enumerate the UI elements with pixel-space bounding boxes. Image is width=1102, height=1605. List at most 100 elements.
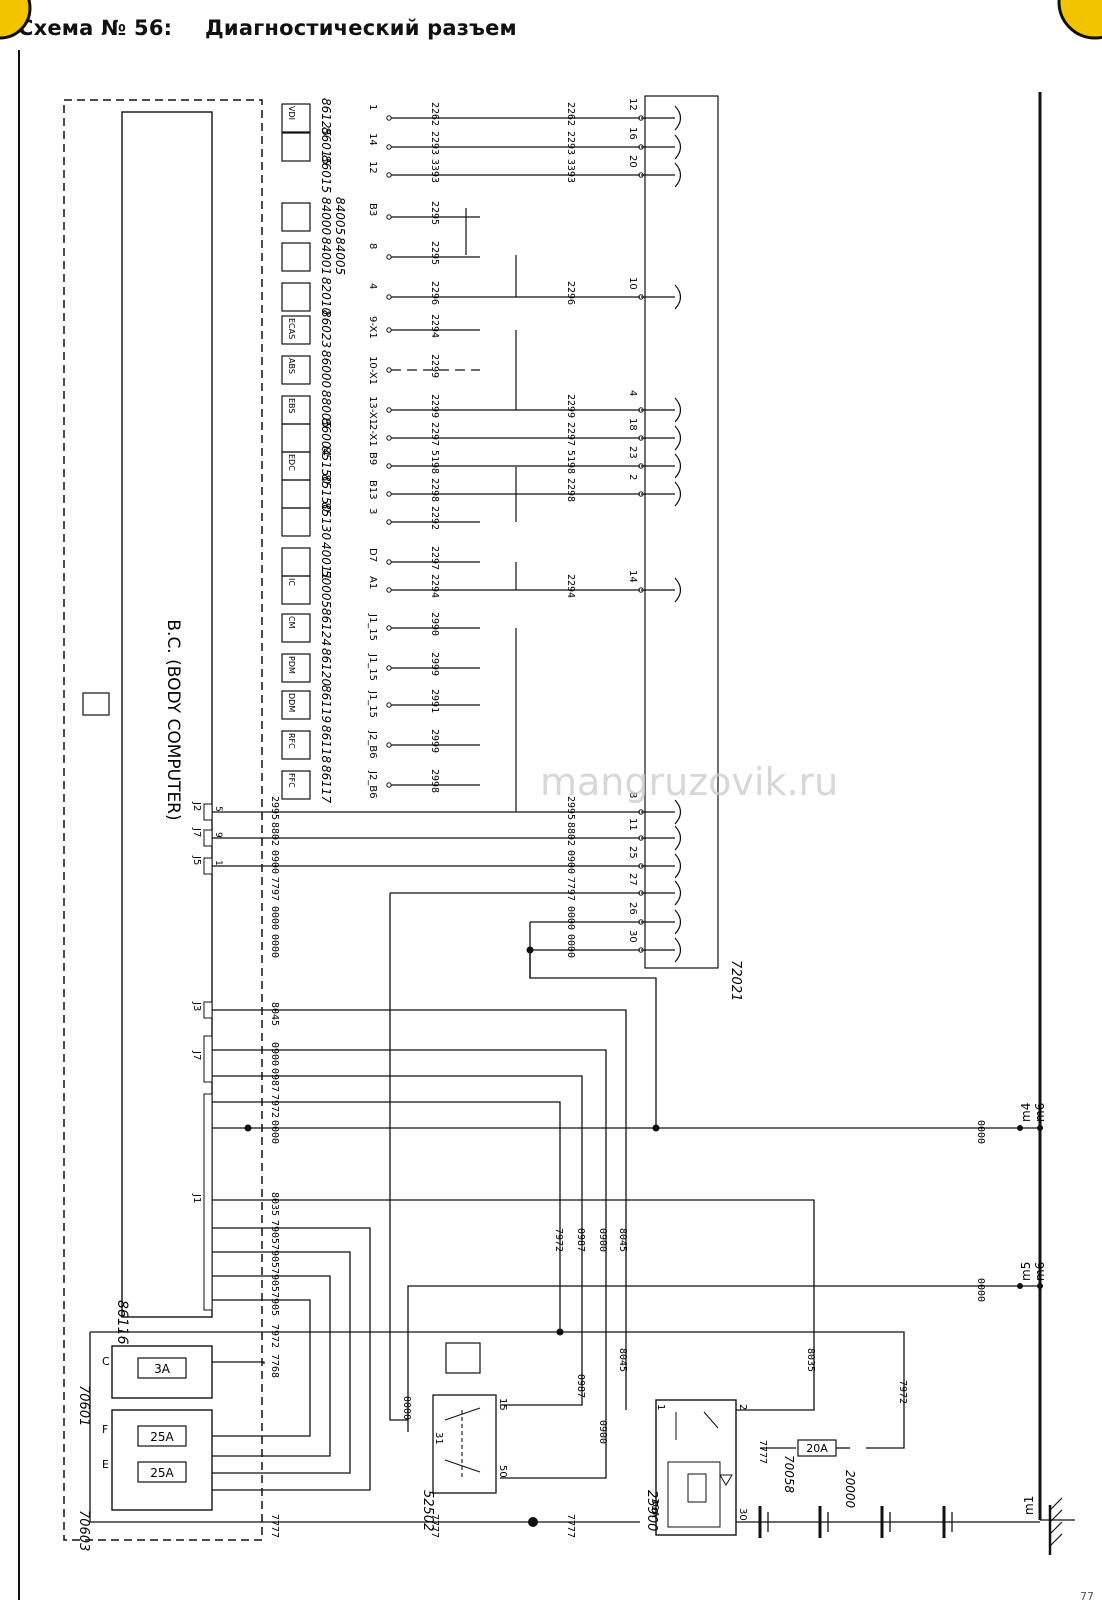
diag-socket — [674, 284, 682, 310]
bc-connector-pin: 5 — [213, 806, 223, 812]
ecu-pin: J1_15 — [367, 690, 378, 718]
diag-socket — [674, 937, 682, 963]
wire-number: 5198 — [565, 450, 576, 474]
main-fuse — [797, 1439, 837, 1457]
body-computer-frame — [63, 99, 263, 1541]
wire-number: 8035 — [805, 1348, 816, 1372]
bc-connector-label: J5 — [191, 855, 202, 865]
ecu-icon — [281, 423, 311, 453]
ecu-code: 84001 — [319, 237, 333, 275]
ecu-code: 86015 — [319, 127, 333, 165]
wire-number: 7905 — [269, 1292, 280, 1316]
ecu-icon — [281, 103, 311, 133]
body-computer-symbol — [82, 692, 110, 716]
wire-number: 2299 — [565, 394, 576, 418]
diag-socket — [674, 481, 682, 507]
ecu-icon — [281, 315, 311, 345]
wire-number: 2294 — [429, 314, 440, 338]
wire-number: 0000 — [975, 1120, 986, 1144]
wire-number: 2297 — [429, 422, 440, 446]
ecu-pin: 12 — [367, 161, 378, 174]
ecu-icon — [281, 547, 311, 577]
diag-pin-number: 14 — [627, 570, 638, 583]
wire-number: 2991 — [429, 689, 440, 713]
wire-number: 3393 — [565, 159, 576, 183]
wire-number: 2995 — [565, 796, 576, 820]
wire-number: 0000 — [269, 906, 280, 930]
ecu-pin: 4 — [367, 283, 378, 289]
scheme-number: Схема № 56: — [18, 16, 173, 40]
ecu-pin: 13-X1 — [367, 396, 378, 425]
diag-pin-number: 12 — [627, 98, 638, 111]
ecu-pin: B9 — [367, 452, 378, 465]
ecu-pin: 8 — [367, 243, 378, 249]
switch-pin-50: 50 — [497, 1465, 508, 1478]
switch-pin-31: 31 — [433, 1432, 444, 1445]
diag-socket — [674, 577, 682, 603]
ground-m1: m1 — [1022, 1496, 1036, 1515]
ecu-code: 86118 — [319, 725, 333, 764]
wire-number: 0900 — [597, 1228, 608, 1252]
wire-number: 2295 — [429, 201, 440, 225]
wire-number: 8045 — [617, 1228, 628, 1252]
ecu-pin: 3 — [367, 508, 378, 514]
ground-m6a: m6 — [1033, 1103, 1047, 1122]
main-fuse-code: 70058 — [782, 1455, 796, 1494]
wire-number: 2296 — [565, 281, 576, 305]
wire-number: 0987 — [575, 1228, 586, 1252]
body-computer-box — [121, 111, 213, 1318]
ecu-icon — [281, 770, 311, 800]
wire-number: 2297 — [429, 546, 440, 570]
wire-number: 0000 — [269, 1120, 280, 1144]
wire-number: 8802 — [269, 822, 280, 846]
scheme-title: Диагностический разъем — [205, 16, 517, 40]
wire-number: 2293 — [429, 131, 440, 155]
ecu-code: 86004 — [319, 418, 333, 456]
diag-pin-number: 26 — [627, 902, 638, 915]
lower-wire-labels: 8045090009877972000080357905790579057905… — [269, 1002, 986, 1538]
fuse-large-1 — [137, 1425, 187, 1447]
battery-code: 20000 — [843, 1470, 857, 1509]
wire-number: 0987 — [575, 1374, 586, 1398]
ecu-pin: B3 — [367, 203, 378, 216]
diag-socket — [674, 162, 682, 188]
wire-number: 0000 — [565, 906, 576, 930]
diag-pin-number: 8 — [627, 792, 638, 798]
diag-pin-number: 27 — [627, 873, 638, 886]
ecu-icon — [281, 202, 311, 232]
ecu-icon — [281, 613, 311, 643]
ecu-icon-label: PDM — [287, 656, 296, 674]
diag-pin-number: 25 — [627, 846, 638, 859]
fuse-large-2 — [137, 1461, 187, 1483]
diag-socket — [674, 425, 682, 451]
corner-logo-right — [1057, 0, 1102, 40]
fuse-small-label: 3A — [154, 1362, 171, 1376]
bc-wire: 0000 0000 26 — [269, 902, 644, 930]
ecu-code: 84000 — [319, 197, 333, 236]
relay-pin-30a: 30A — [649, 1498, 660, 1518]
wire-number: 2297 — [565, 422, 576, 446]
relay-pin-2: 2 — [737, 1404, 748, 1410]
svg-text:B.C. (BODY COMPUTER): B.C. (BODY COMPUTER) — [163, 619, 183, 820]
fuse-large-2-label: 25A — [150, 1466, 174, 1480]
ecu-pin: D7 — [367, 548, 378, 562]
ecu-code: 86124 — [319, 608, 333, 646]
wire-number: 0900 — [269, 850, 280, 874]
wire-number: 7777 — [757, 1440, 768, 1464]
ecu-icon — [281, 507, 311, 537]
ecu-icon-label: DDM — [287, 693, 296, 712]
ecu-icon — [281, 355, 311, 385]
ecu-code: 85150 — [319, 446, 333, 485]
bc-connector-pin: 9 — [213, 832, 223, 838]
wire-number: 8045 — [617, 1348, 628, 1372]
ecu-icon — [281, 479, 311, 509]
